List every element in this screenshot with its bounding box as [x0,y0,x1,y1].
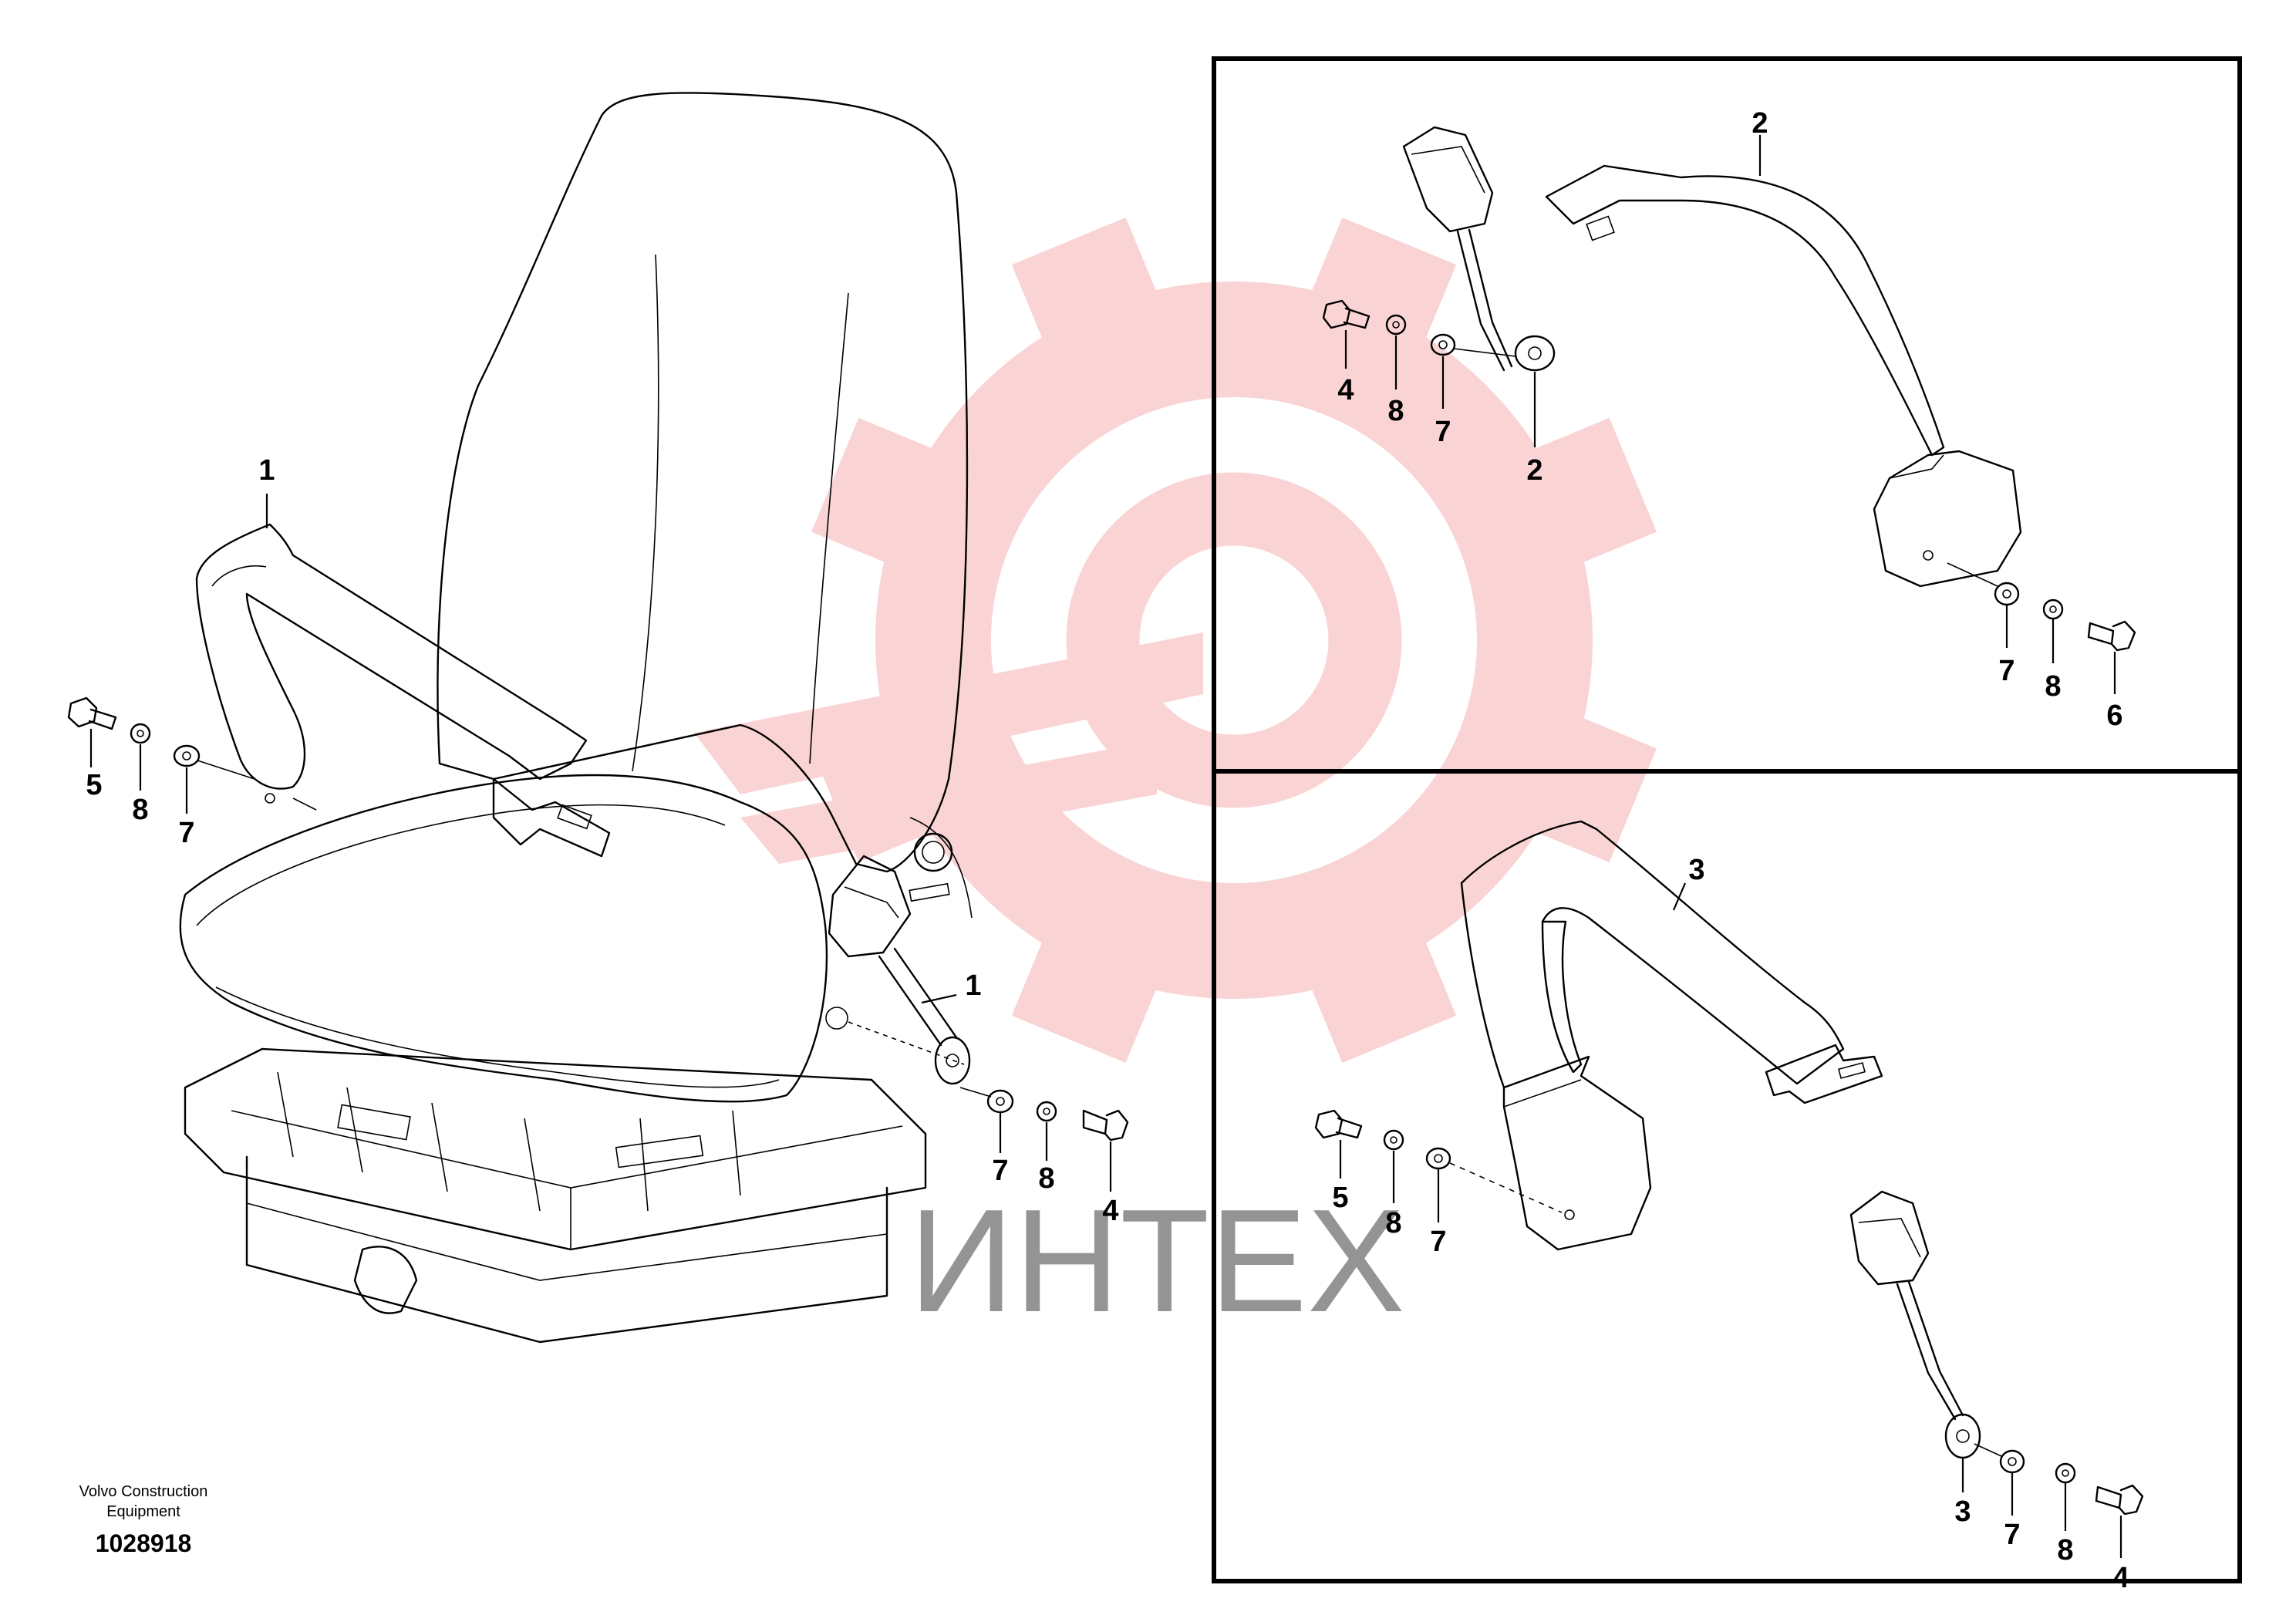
main-left-washer-b-icon [173,744,201,767]
main-left-washer-icon [130,723,151,744]
br-tongue [1765,1044,1883,1104]
label-tr-right-washer-a: 7 [1998,655,2014,687]
detail-panel-bottom [1212,769,2242,1583]
footer: Volvo Construction Equipment 1028918 [79,1483,208,1557]
watermark-gear-tooth [811,417,952,571]
tr-bolt-icon [1322,299,1371,329]
tr-parts [1322,126,2136,694]
label-tr-bolt: 4 [1337,374,1354,406]
label-main-buckle: 1 [965,969,981,1002]
seat-suspension [184,1047,927,1251]
main-buckle [828,855,912,958]
label-br-right-bolt: 4 [2112,1562,2129,1594]
label-tr-right-washer-b: 8 [2045,670,2061,703]
tr-washer-icon [1385,314,1407,336]
watermark-logo: ИНТЕХ [694,218,1657,1343]
label-main-right-bolt: 4 [1102,1195,1118,1227]
label-tr-washer-b: 7 [1435,416,1451,448]
label-br-right-washer-a: 7 [2004,1519,2020,1551]
tr-right-washer-b-icon [2042,599,2064,620]
label-br-bolt: 5 [1332,1182,1348,1214]
main-belt-tongue [492,777,611,858]
label-main-belt-top: 1 [258,454,275,487]
label-main-left-washer-b: 7 [178,817,194,849]
seat-cushion [179,774,828,1103]
watermark-gear-tooth [811,710,952,863]
watermark-gear-icon [694,218,1657,1063]
tr-right-bolt-icon [2087,620,2136,652]
br-washer-icon [1383,1129,1404,1151]
label-tr-retractor: 2 [1752,107,1768,140]
watermark-gear-tooth [1303,922,1457,1063]
label-br-buckle: 3 [1954,1496,1971,1528]
label-main-right-washer-a: 7 [992,1155,1008,1187]
main-part-labels: 1 5 8 7 1 7 8 4 [86,454,1118,1227]
watermark-gear-tooth [1516,417,1657,571]
main-right-washer-icon [986,1089,1014,1114]
br-right-washer-icon [1999,1449,2025,1474]
operator-seat [179,92,973,1344]
label-main-left-washer-a: 8 [132,794,148,826]
brand-line-2: Equipment [106,1503,180,1520]
tr-part-labels: 2 4 8 7 2 7 8 6 [1337,107,2122,732]
brand-line-1: Volvo Construction [79,1483,208,1500]
label-br-belt: 3 [1688,854,1704,886]
label-br-right-washer-b: 8 [2057,1534,2073,1566]
br-parts [1314,820,2144,1558]
label-tr-buckle: 2 [1526,454,1542,487]
watermark-gear-tooth [1303,218,1457,358]
label-main-left-bolt: 5 [86,769,102,801]
main-right-washer-b-icon [1036,1101,1057,1122]
main-right-hardware [959,1087,1129,1192]
main-shoulder-belt [195,523,588,790]
tr-washer-b-icon [1430,333,1456,356]
br-lap-belt [1460,820,1845,1085]
watermark-gear-tooth [1516,710,1657,863]
label-main-right-washer-b: 8 [1038,1162,1054,1195]
label-tr-washer-a: 8 [1387,395,1404,427]
figure-number: 1028918 [96,1529,192,1557]
watermark-gear-tooth [1011,922,1165,1063]
br-part-labels: 3 5 8 7 3 7 8 4 [1332,854,2129,1594]
main-left-bolt-icon [67,696,117,730]
br-right-washer-b-icon [2055,1462,2076,1484]
watermark-text: ИНТЕХ [909,1179,1404,1343]
seat-backrest [437,92,969,873]
br-bolt-icon [1314,1109,1363,1139]
main-left-hardware [67,696,255,814]
br-buckle [1849,1190,1930,1286]
label-tr-right-bolt: 6 [2106,700,2122,732]
label-br-washer-b: 7 [1430,1226,1446,1258]
main-right-bolt-icon [1082,1109,1129,1141]
tr-retractor-belt [1545,164,1945,457]
tr-right-washer-icon [1994,582,2020,606]
br-right-bolt-icon [2095,1484,2144,1516]
label-br-washer-a: 8 [1385,1207,1401,1239]
tr-buckle [1402,126,1494,233]
br-washer-b-icon [1425,1147,1451,1170]
watermark-gear-tooth [1011,218,1165,358]
